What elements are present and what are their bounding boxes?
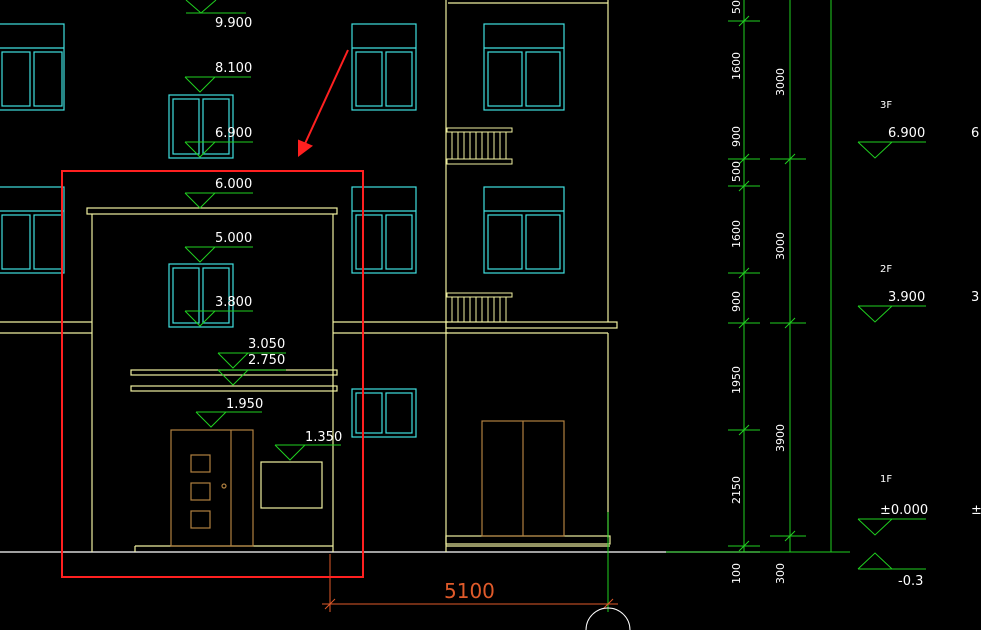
garage-door	[481, 420, 565, 537]
entry-door	[170, 429, 254, 547]
elevation-label-8100: 8.100	[215, 61, 252, 76]
dim-outer-2: 3900	[774, 424, 787, 452]
elevation-label-1350: 1.350	[305, 430, 342, 445]
window-wing-lower	[168, 263, 234, 328]
elevation-marker-3050	[217, 352, 286, 369]
elevation-label-6900: 6.900	[215, 126, 252, 141]
windows	[0, 23, 565, 438]
highlight-arrow	[298, 49, 349, 157]
dim-outer-1: 3000	[774, 232, 787, 260]
dim-inner-1: 1600	[730, 52, 743, 80]
floor-label-1f: 1F	[880, 474, 892, 485]
balcony-railing-upper	[446, 127, 513, 165]
elevation-marker-6900	[184, 141, 253, 158]
dim-inner-3: 500	[730, 161, 743, 182]
elevation-label-3800: 3.800	[215, 295, 252, 310]
dim-inner-7: 2150	[730, 476, 743, 504]
dimension-text-inner: 500 1600 900 500 1600 900 1950 2150 100	[730, 0, 743, 584]
level-label-2: 3.900	[888, 290, 925, 305]
elevation-marker-3800	[184, 310, 253, 327]
balcony-railing-lower	[446, 292, 513, 322]
elevation-label-2750: 2.750	[248, 353, 285, 368]
elevation-marker-8100	[184, 76, 251, 93]
dim-inner-0: 500	[730, 0, 743, 14]
dim-inner-5: 900	[730, 291, 743, 312]
bottom-dimension-label: 5100	[444, 579, 495, 603]
dim-inner-8: 100	[730, 563, 743, 584]
elevation-label-1950: 1.950	[226, 397, 263, 412]
window-left-top	[0, 23, 65, 111]
elevation-marker-2750	[217, 369, 286, 386]
window-middle-low	[351, 388, 417, 438]
dim-inner-4: 1600	[730, 220, 743, 248]
dimension-lines	[666, 0, 850, 553]
elevation-marker-1950	[195, 411, 262, 428]
right-level-text: 3F 2F 1F 6.900 3.900 ±0.000 -0.3 6 3 ±	[880, 100, 981, 589]
bottom-dimension	[322, 512, 631, 630]
right-level-markers	[857, 141, 926, 570]
highlight-box	[61, 170, 364, 578]
dim-outer-0: 3000	[774, 68, 787, 96]
elevation-marker-9900	[185, 0, 246, 14]
window-wing-upper	[168, 94, 234, 159]
elevation-marker-6000	[184, 192, 253, 209]
dim-inner-6: 1950	[730, 366, 743, 394]
floor-label-3f: 3F	[880, 100, 892, 111]
level-label-cut-3: 6	[971, 126, 979, 141]
window-middle-top	[351, 23, 417, 111]
wall-opening	[260, 461, 323, 509]
elevation-markers	[184, 0, 341, 461]
dim-inner-2: 900	[730, 126, 743, 147]
level-label-1: ±0.000	[880, 503, 928, 518]
building-outline	[0, 0, 760, 553]
window-tower-mid	[483, 186, 565, 274]
level-label-ground: -0.3	[898, 574, 923, 589]
elevation-label-6000: 6.000	[215, 177, 252, 192]
level-label-3: 6.900	[888, 126, 925, 141]
dim-outer-3: 300	[774, 563, 787, 584]
floor-label-2f: 2F	[880, 264, 892, 275]
elevation-label-9900: 9.900	[215, 16, 252, 31]
dimension-text-outer: 3000 3000 3900 300	[774, 68, 787, 584]
window-left-mid	[0, 186, 65, 274]
elevation-marker-1350	[274, 444, 341, 461]
elevation-labels: 9.900 8.100 6.900 6.000 5.000 3.800 3.05…	[215, 16, 342, 445]
elevation-label-3050: 3.050	[248, 337, 285, 352]
level-label-cut-1: ±	[971, 503, 981, 518]
window-middle-mid	[351, 186, 417, 274]
level-label-cut-2: 3	[971, 290, 979, 305]
window-tower-top	[483, 23, 565, 111]
elevation-marker-5000	[184, 246, 253, 263]
elevation-label-5000: 5.000	[215, 231, 252, 246]
